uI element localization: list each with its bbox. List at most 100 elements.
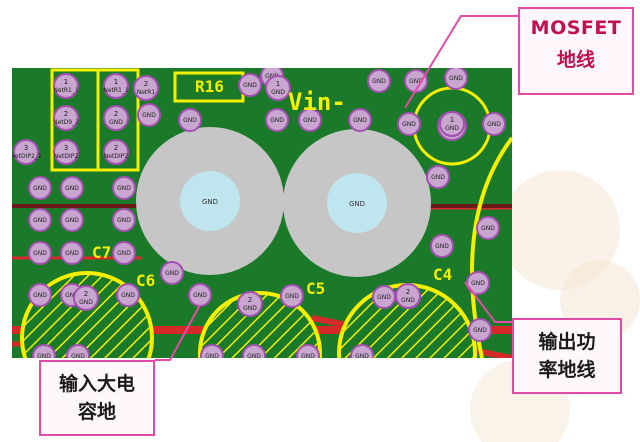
gnd-pad [28, 241, 52, 265]
gnd-pad [28, 176, 52, 200]
big-capacitor-pads: GND GND [136, 127, 431, 277]
input-callout-line2: 容地 [77, 401, 116, 423]
silkscreen-outline [96, 68, 140, 172]
gnd-pad [112, 208, 136, 232]
net-pad-number: 2 [114, 144, 118, 152]
gnd-pad [296, 344, 320, 358]
gnd-pad [66, 344, 90, 358]
net-pad-net-name: GND [401, 297, 415, 304]
gnd-pad-label: GND [473, 327, 487, 334]
gnd-pad-label: GND [165, 270, 179, 277]
label-c7: C7 [92, 243, 111, 262]
gnd-pad-label: GND [33, 292, 47, 299]
gnd-pad-label: GND [449, 75, 463, 82]
input-callout-line1: 输入大电 [58, 373, 135, 395]
gnd-pad [112, 176, 136, 200]
net-pad-net-name: GND [271, 89, 285, 96]
gnd-pad [350, 344, 374, 358]
gnd-pad [60, 208, 84, 232]
gnd-pad-label: GND [285, 293, 299, 300]
gnd-pad [372, 285, 396, 309]
gnd-pad-label: GND [270, 117, 284, 124]
net-pad-number: 2 [406, 288, 410, 296]
gnd-pad-label: GND [183, 117, 197, 124]
gnd-pad-label: GND [117, 217, 131, 224]
gnd-pad [32, 344, 56, 358]
net-pad-net-name: NetD9_2 [53, 119, 79, 126]
gnd-pad-label: GND [65, 185, 79, 192]
gnd-pad-label: GND [353, 117, 367, 124]
label-c4: C4 [433, 265, 452, 284]
gnd-pad [116, 283, 140, 307]
gnd-pad [397, 112, 421, 136]
gnd-pad [280, 284, 304, 308]
gnd-pad [60, 176, 84, 200]
net-pad-number: 2 [84, 290, 88, 298]
big-pad-gnd-label: GND [202, 198, 218, 206]
net-pad-number: 1 [276, 80, 280, 88]
gnd-pad-label: GND [142, 112, 156, 119]
label-c5: C5 [306, 279, 325, 298]
gnd-pad-label: GND [65, 292, 79, 299]
label-c6: C6 [136, 271, 155, 290]
input-capacitor-ground-callout: 输入大电 容地 [39, 360, 155, 436]
net-pad [53, 139, 79, 165]
capacitor-bodies [20, 271, 477, 358]
net-pad-number: 2 [248, 296, 252, 304]
gnd-pad [28, 208, 52, 232]
net-pad-net-name: GND [445, 125, 459, 132]
gnd-pad [430, 234, 454, 258]
gnd-pad [367, 69, 391, 93]
gnd-pad [200, 344, 224, 358]
net-pad-number: 1 [450, 116, 454, 124]
net-pad [103, 73, 129, 99]
net-pad-number: 3 [64, 144, 68, 152]
gnd-pad-label: GND [402, 121, 416, 128]
gnd-pad-label: GND [301, 353, 315, 358]
net-pad-number: 2 [64, 110, 68, 118]
net-pad [13, 139, 39, 165]
gnd-pad-label: GND [33, 185, 47, 192]
gnd-pad [265, 108, 289, 132]
output-callout-line1: 输出功 [538, 331, 596, 353]
gnd-pad-label: GND [435, 243, 449, 250]
net-pad [73, 285, 99, 311]
gnd-pad-label: GND [65, 250, 79, 257]
gnd-pad [476, 216, 500, 240]
gnd-pad [178, 108, 202, 132]
gnd-pad-label: GND [33, 250, 47, 257]
mosfet-ground-callout: MOSFET 地线 [518, 7, 634, 95]
net-pad [103, 139, 129, 165]
net-pad-net-name: NetDIP2_2 [12, 153, 42, 160]
net-pad [439, 111, 465, 137]
net-pad [53, 73, 79, 99]
gnd-pad-label: GND [372, 78, 386, 85]
net-pad-number: 1 [64, 78, 68, 86]
gnd-pad [426, 165, 450, 189]
gnd-pad [242, 344, 266, 358]
gnd-pad [137, 103, 161, 127]
net-pad-net-name: NetDIP2 [104, 153, 129, 160]
gnd-pad [298, 108, 322, 132]
gnd-pad-label: GND [303, 117, 317, 124]
net-pad-net-name: GND [109, 119, 123, 126]
gnd-pad-label: GND [377, 294, 391, 301]
big-pad-hole [180, 171, 240, 231]
gnd-pad-label: GND [71, 353, 85, 358]
gnd-pad [348, 108, 372, 132]
gnd-pad-label: GND [33, 217, 47, 224]
net-pad [103, 105, 129, 131]
gnd-pad [160, 261, 184, 285]
net-pad [395, 283, 421, 309]
gnd-pad-label: GND [243, 82, 257, 89]
gnd-pad [238, 73, 262, 97]
net-pads: 1NetR1_11NetR1_12NetR11GND2NetD9_22GND3N… [12, 73, 465, 317]
net-pad-number: 1 [114, 78, 118, 86]
net-pad [133, 75, 159, 101]
gnd-pad [482, 112, 506, 136]
net-pad-number: 3 [24, 144, 28, 152]
gnd-pad-label: GND [471, 280, 485, 287]
net-pad [265, 75, 291, 101]
big-pad-gnd-label: GND [349, 200, 365, 208]
